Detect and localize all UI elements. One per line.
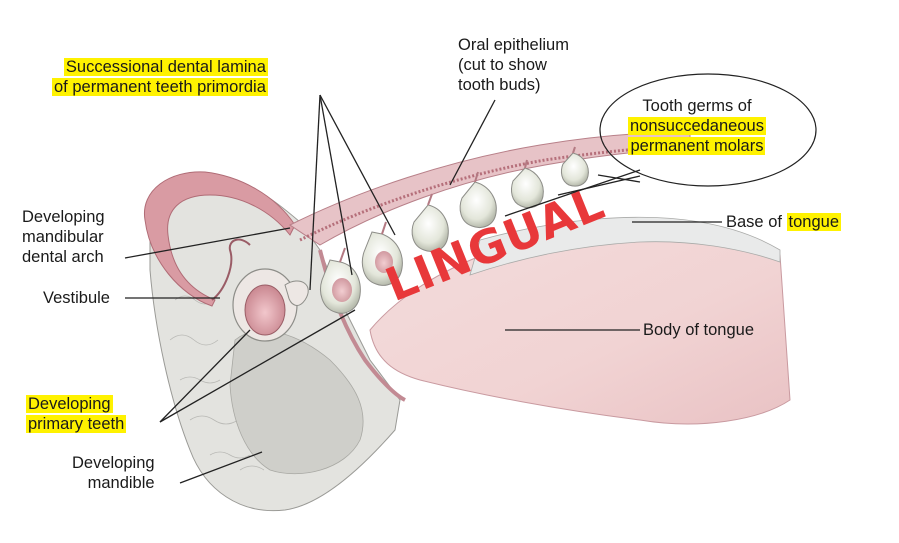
label-mandible-line1: Developing	[72, 454, 155, 472]
label-dental-arch-line1: Developing	[22, 208, 105, 226]
label-oral-epithelium-line2: (cut to show	[458, 56, 547, 74]
label-successional-line2: of permanent teeth primordia	[52, 78, 268, 96]
tooth-bud	[320, 259, 361, 314]
leader-successional-c	[319, 94, 396, 236]
leader-tooth-germs-c	[597, 174, 641, 183]
label-tooth-germs-line3: permanent molars	[628, 137, 766, 155]
label-successional-line1: Successional dental lamina	[63, 58, 268, 76]
label-body-of-tongue: Body of tongue	[643, 320, 754, 340]
label-developing-primary-teeth: Developing primary teeth	[26, 394, 127, 434]
leader-oral-epithelium	[449, 99, 496, 186]
label-primary-teeth-line1: Developing	[26, 395, 113, 413]
label-tooth-germs: Tooth germs of nonsuccedaneous permanent…	[628, 96, 766, 156]
label-dental-arch-line2: mandibular	[22, 228, 104, 246]
leader-dental-arch	[124, 227, 291, 259]
callout-circle	[599, 73, 817, 187]
leader-successional-a	[309, 94, 321, 291]
leader-successional-b	[319, 94, 353, 276]
tooth-bud	[459, 181, 497, 228]
label-vestibule: Vestibule	[43, 288, 110, 308]
label-developing-dental-arch: Developing mandibular dental arch	[22, 207, 105, 267]
label-successional-lamina: Successional dental lamina of permanent …	[52, 57, 268, 97]
label-dental-arch-line3: dental arch	[22, 248, 104, 266]
label-vestibule-text: Vestibule	[43, 289, 110, 307]
label-base-of-tongue-word: tongue	[786, 213, 842, 231]
label-body-of-tongue-text: Body of tongue	[643, 321, 755, 339]
tooth-bud	[361, 231, 403, 286]
label-tooth-germs-line2: nonsuccedaneous	[628, 117, 766, 135]
tooth-bud	[411, 204, 449, 252]
leader-primary-teeth-a	[159, 329, 251, 423]
leader-lines	[124, 94, 722, 484]
tooth-buds	[320, 146, 589, 314]
lip-ridge	[143, 171, 296, 307]
label-primary-teeth-line2: primary teeth	[26, 415, 127, 433]
label-mandible-line2: mandible	[87, 474, 155, 492]
label-tooth-germs-line1: Tooth germs of	[642, 97, 752, 115]
label-oral-epithelium: Oral epithelium (cut to show tooth buds)	[458, 35, 569, 95]
label-base-of-tongue-prefix: Base of	[726, 213, 787, 231]
leader-primary-teeth-b	[159, 309, 356, 423]
vestibule-groove	[211, 238, 251, 301]
primary-tooth-germ	[232, 268, 309, 342]
label-developing-mandible: Developing mandible	[72, 453, 155, 493]
tooth-bud	[560, 152, 589, 187]
label-oral-epithelium-line3: tooth buds)	[458, 76, 541, 94]
label-oral-epithelium-line1: Oral epithelium	[458, 36, 569, 54]
label-base-of-tongue: Base of tongue	[726, 212, 842, 232]
leader-mandible	[179, 451, 263, 484]
tongue-base	[469, 216, 781, 276]
